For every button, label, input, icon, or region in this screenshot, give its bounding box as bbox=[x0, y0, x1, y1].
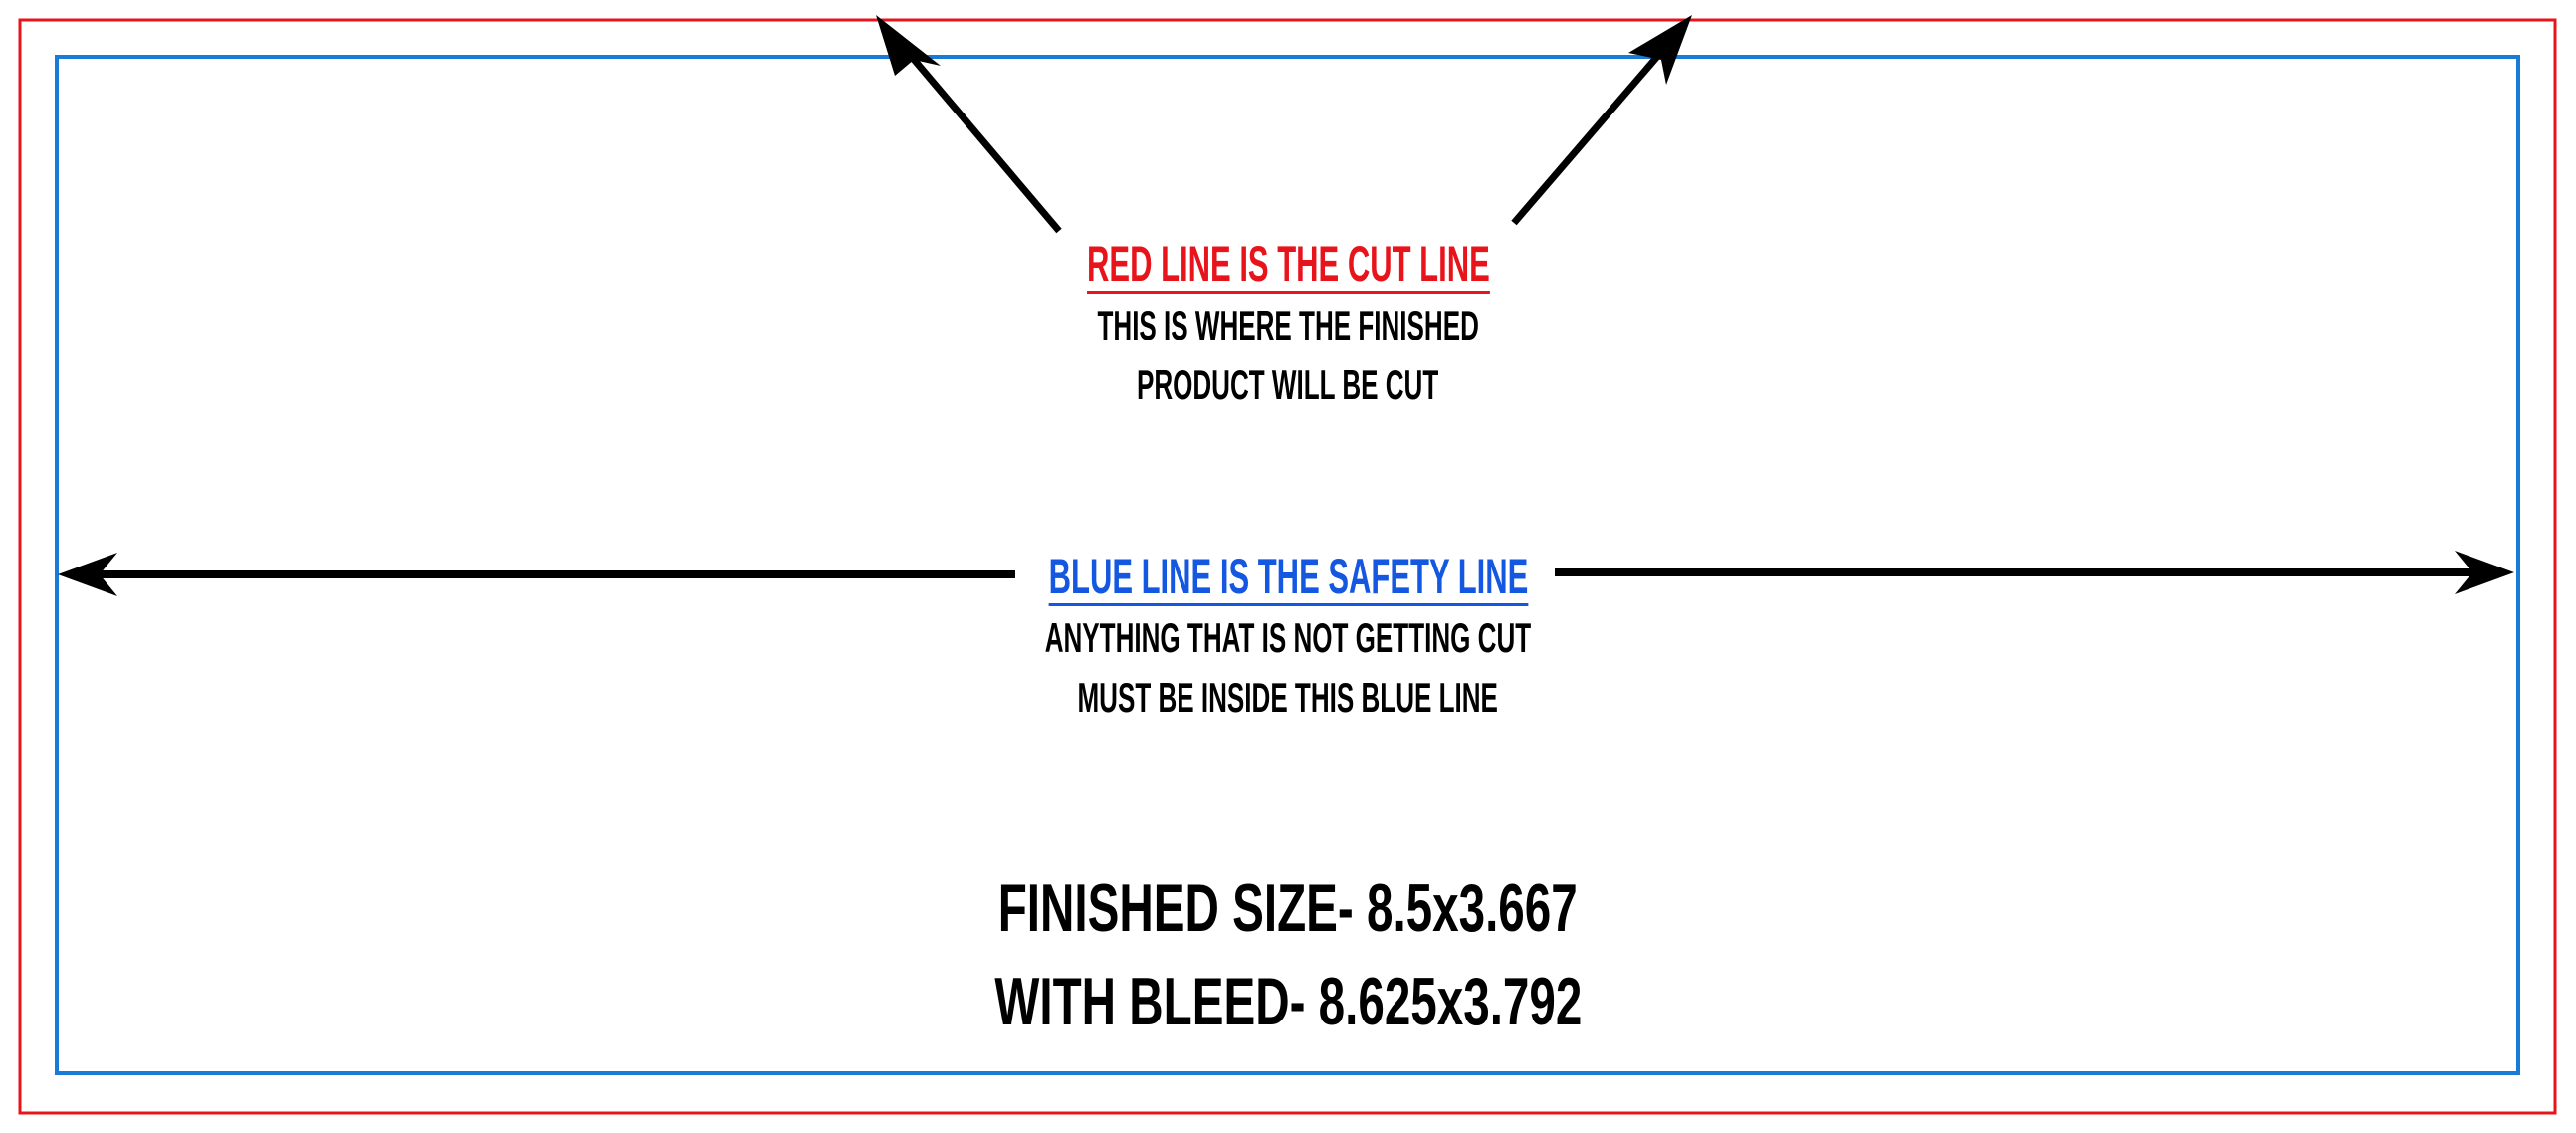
cut-line-heading: RED LINE IS THE CUT LINE bbox=[0, 239, 2576, 294]
safety-line-description-2: MUST BE INSIDE THIS BLUE LINE bbox=[0, 677, 2576, 719]
safety-line-heading: BLUE LINE IS THE SAFETY LINE bbox=[0, 552, 2576, 606]
cut-line-arrow-right bbox=[1511, 15, 1692, 226]
safety-line-description-1-text: ANYTHING THAT IS NOT GETTING CUT bbox=[1044, 614, 1532, 661]
cut-line-border bbox=[18, 18, 2557, 1115]
bleed-size: WITH BLEED- 8.625x3.792 bbox=[0, 968, 2576, 1035]
safety-line-arrow-right bbox=[1555, 551, 2514, 594]
finished-size: FINISHED SIZE- 8.5x3.667 bbox=[0, 874, 2576, 942]
cut-line-arrow-left bbox=[876, 15, 1062, 234]
finished-size-text: FINISHED SIZE- 8.5x3.667 bbox=[997, 870, 1579, 946]
cut-line-description-1-text: THIS IS WHERE THE FINISHED bbox=[1097, 302, 1479, 348]
cut-line-description-2-text: PRODUCT WILL BE CUT bbox=[1137, 361, 1439, 408]
safety-line-arrow-left bbox=[58, 553, 1015, 596]
cut-line-description-2: PRODUCT WILL BE CUT bbox=[0, 364, 2576, 406]
safety-line-border bbox=[55, 55, 2520, 1075]
safety-line-heading-text: BLUE LINE IS THE SAFETY LINE bbox=[1048, 549, 1528, 606]
safety-line-description-1: ANYTHING THAT IS NOT GETTING CUT bbox=[0, 617, 2576, 659]
cut-line-heading-text: RED LINE IS THE CUT LINE bbox=[1086, 236, 1490, 294]
safety-line-description-2-text: MUST BE INSIDE THIS BLUE LINE bbox=[1077, 674, 1499, 721]
bleed-size-text: WITH BLEED- 8.625x3.792 bbox=[994, 964, 1582, 1039]
cut-line-description-1: THIS IS WHERE THE FINISHED bbox=[0, 305, 2576, 346]
